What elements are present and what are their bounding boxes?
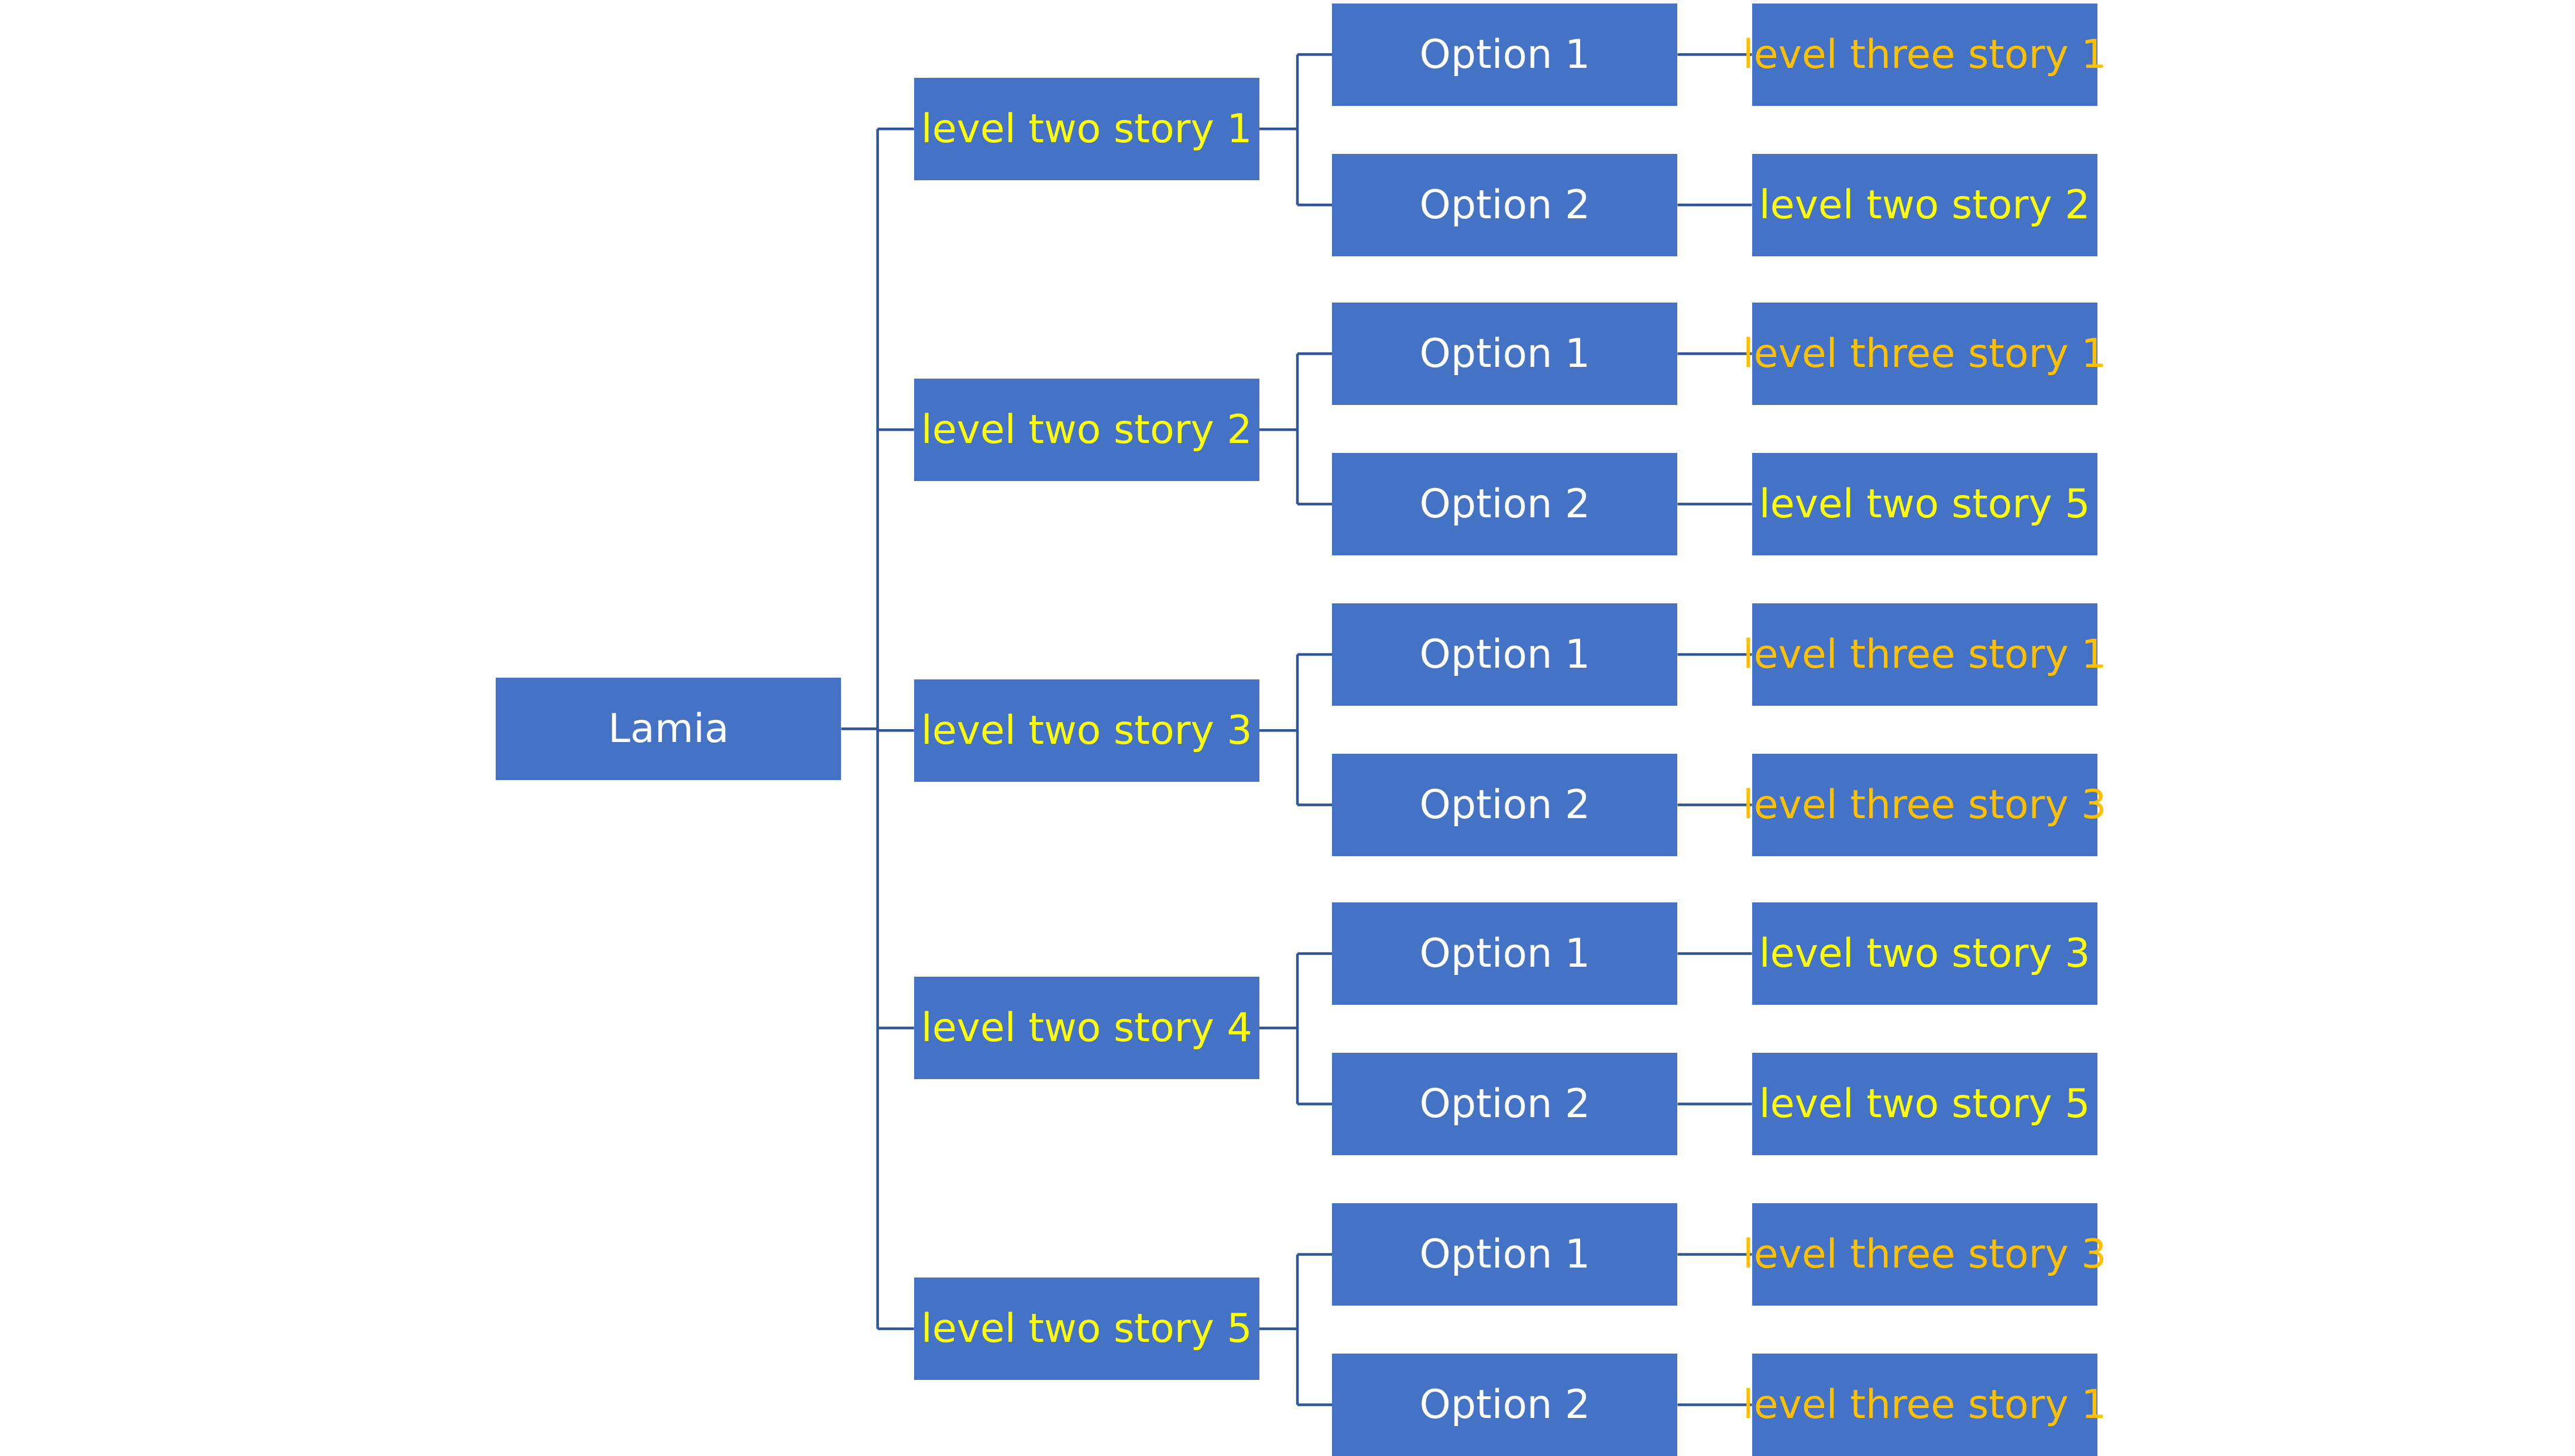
- option-node: Option 2: [1332, 1353, 1678, 1456]
- option-node: Option 1: [1332, 302, 1678, 405]
- outcome-node: level two story 5: [1752, 452, 2097, 555]
- option-node: Option 2: [1332, 753, 1678, 856]
- level-two-node: level two story 1: [914, 77, 1259, 180]
- level-two-node: level two story 3: [914, 679, 1259, 782]
- outcome-node: level two story 5: [1752, 1052, 2097, 1156]
- option-node: Option 2: [1332, 153, 1678, 256]
- outcome-node: level two story 2: [1752, 153, 2097, 256]
- option-node: Option 1: [1332, 3, 1678, 106]
- option-node: Option 1: [1332, 603, 1678, 706]
- level-two-node: level two story 2: [914, 378, 1259, 481]
- level-two-node: level two story 5: [914, 1278, 1259, 1381]
- outcome-node: level three story 3: [1743, 753, 2107, 856]
- outcome-node: level three story 1: [1743, 302, 2107, 405]
- root-node: Lamia: [496, 677, 842, 780]
- option-node: Option 2: [1332, 452, 1678, 555]
- outcome-node: level three story 3: [1743, 1203, 2107, 1306]
- option-node: Option 1: [1332, 902, 1678, 1005]
- option-node: Option 2: [1332, 1052, 1678, 1156]
- option-node: Option 1: [1332, 1203, 1678, 1306]
- outcome-node: level three story 1: [1743, 1353, 2107, 1456]
- outcome-node: level three story 1: [1743, 603, 2107, 706]
- level-two-node: level two story 4: [914, 977, 1259, 1080]
- outcome-node: level three story 1: [1743, 3, 2107, 106]
- outcome-node: level two story 3: [1752, 902, 2097, 1005]
